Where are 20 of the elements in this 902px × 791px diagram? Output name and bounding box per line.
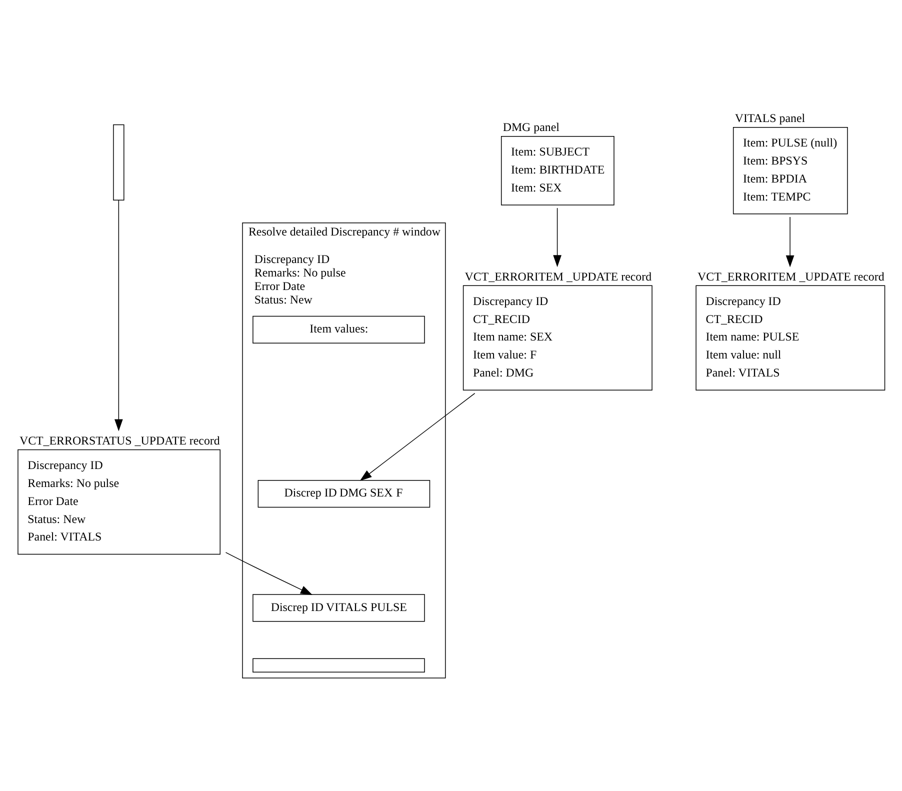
node-box: Item values:	[252, 315, 425, 343]
node-label: DMG panel	[502, 119, 560, 134]
node-box: Item: PULSE (null) Item: BPSYS Item: BPDIA Item: TEMPC	[732, 126, 848, 214]
arrow	[114, 200, 123, 431]
node-label: VCT_ERRORSTATUS _UPDATE record	[19, 432, 220, 447]
node-label: VITALS panel	[734, 110, 806, 125]
node-box: Discrepancy ID CT_RECID Item name: PULSE Item value: null Panel: VITALS	[696, 284, 886, 390]
arrow	[553, 207, 562, 267]
node-box: Discrepancy ID Remarks: No pulse Error Date Status: New Panel: VITALS	[18, 448, 220, 554]
node-box: Discrep ID VITALS PULSE	[252, 594, 425, 622]
node-label: VCT_ERRORITEM _UPDATE record	[464, 268, 652, 283]
node-box: Discrep ID DMG SEX F	[258, 480, 430, 508]
node-box: Item: SUBJECT Item: BIRTHDATE Item: SEX	[500, 135, 614, 205]
node-box	[252, 658, 425, 672]
arrow	[360, 392, 476, 480]
node-box: Discrepancy ID CT_RECID Item name: SEX Item value: F Panel: DMG	[462, 284, 652, 390]
node-bracket	[113, 124, 124, 200]
node-label: VCT_ERRORITEM _UPDATE record	[698, 268, 884, 283]
arrow	[225, 552, 313, 594]
arrow	[786, 216, 794, 267]
